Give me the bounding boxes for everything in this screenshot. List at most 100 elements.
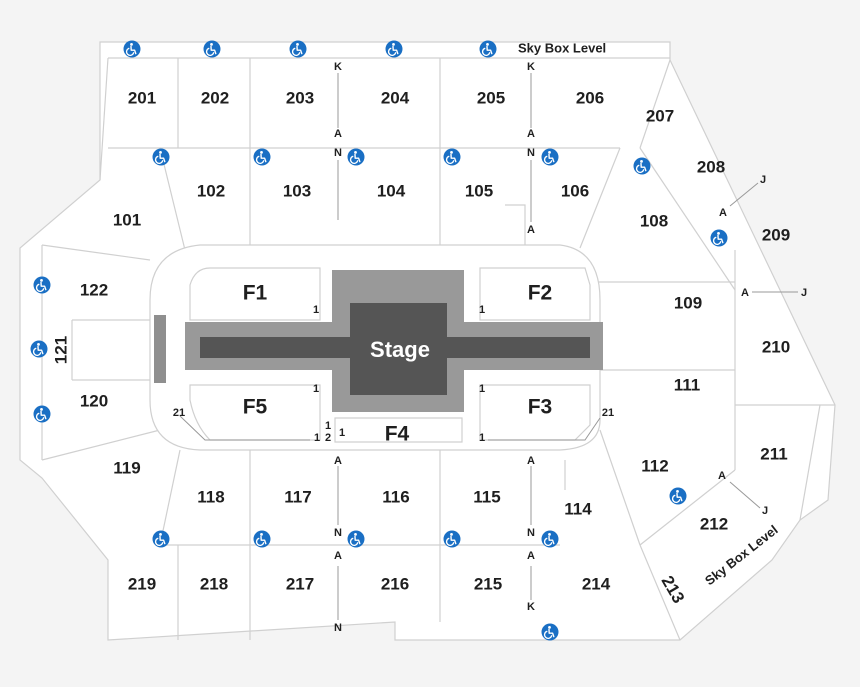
wheelchair-accessible-icon	[202, 39, 222, 59]
section-106[interactable]: 106	[561, 181, 589, 200]
section-207[interactable]: 207	[646, 106, 674, 125]
sections-200: 201 202 203 204 205 206 207 208 209 210 …	[128, 88, 790, 606]
row-label: A	[527, 455, 535, 467]
row-label: A	[719, 207, 727, 219]
row-label: K	[527, 61, 535, 73]
row-labels: K A N K A N A J A A J A J A N A N A N A …	[173, 61, 807, 634]
row-label: A	[334, 455, 342, 467]
wheelchair-accessible-icon	[540, 622, 560, 642]
section-104[interactable]: 104	[377, 181, 406, 200]
floor-section-f2[interactable]: F2	[528, 282, 553, 305]
section-209[interactable]: 209	[762, 225, 790, 244]
section-201[interactable]: 201	[128, 88, 156, 107]
section-117[interactable]: 117	[284, 487, 311, 506]
section-214[interactable]: 214	[582, 574, 611, 593]
section-212[interactable]: 212	[700, 514, 728, 533]
wheelchair-accessible-icon	[252, 529, 272, 549]
section-218[interactable]: 218	[200, 574, 228, 593]
section-204[interactable]: 204	[381, 88, 410, 107]
section-216[interactable]: 216	[381, 574, 409, 593]
row-label: 1	[479, 383, 485, 395]
row-label: J	[801, 287, 807, 299]
wheelchair-accessible-icon	[709, 228, 729, 248]
row-label: 21	[173, 407, 185, 419]
floor-section-f3[interactable]: F3	[528, 396, 553, 419]
section-115[interactable]: 115	[473, 487, 500, 506]
section-101[interactable]: 101	[113, 210, 141, 229]
wheelchair-accessible-icon	[122, 39, 142, 59]
section-109[interactable]: 109	[674, 293, 702, 312]
section-114[interactable]: 114	[564, 499, 592, 518]
wheelchair-accessible-icon	[346, 147, 366, 167]
wheelchair-accessible-icon	[540, 147, 560, 167]
section-122[interactable]: 122	[80, 280, 108, 299]
row-label: J	[760, 174, 766, 186]
wheelchair-accessible-icon	[632, 156, 652, 176]
section-210[interactable]: 210	[762, 337, 790, 356]
section-112[interactable]: 112	[641, 456, 668, 475]
section-108[interactable]: 108	[640, 211, 668, 230]
row-label: A	[334, 128, 342, 140]
wheelchair-accessible-icon	[442, 147, 462, 167]
section-211[interactable]: 211	[760, 444, 787, 463]
row-label: 1	[325, 420, 331, 432]
row-label: N	[334, 622, 342, 634]
row-label: 1	[313, 383, 319, 395]
section-215[interactable]: 215	[474, 574, 502, 593]
wheelchair-accessible-icon	[478, 39, 498, 59]
row-label: 2	[325, 432, 331, 444]
floor-section-f4[interactable]: F4	[385, 423, 410, 446]
section-111[interactable]: 111	[674, 375, 701, 394]
floor-section-f1[interactable]: F1	[243, 282, 268, 305]
row-label: 1	[479, 432, 485, 444]
row-label: N	[527, 527, 535, 539]
row-label: 1	[313, 304, 319, 316]
row-label: N	[527, 147, 535, 159]
wheelchair-accessible-icon	[442, 529, 462, 549]
wheelchair-accessible-icon	[32, 404, 52, 424]
row-label: A	[334, 550, 342, 562]
section-208[interactable]: 208	[697, 157, 725, 176]
row-label: A	[741, 287, 749, 299]
section-119[interactable]: 119	[113, 458, 140, 477]
section-203[interactable]: 203	[286, 88, 314, 107]
wheelchair-accessible-icon	[252, 147, 272, 167]
floor-section-f5[interactable]: F5	[243, 396, 268, 419]
section-102[interactable]: 102	[197, 181, 225, 200]
side-platform	[154, 315, 166, 383]
section-206[interactable]: 206	[576, 88, 604, 107]
wheelchair-accessible-icon	[151, 529, 171, 549]
row-label: N	[334, 527, 342, 539]
section-121[interactable]: 121	[51, 336, 70, 364]
row-label: A	[718, 470, 726, 482]
section-205[interactable]: 205	[477, 88, 505, 107]
sky-box-level-label-top: Sky Box Level	[518, 40, 606, 55]
section-116[interactable]: 116	[382, 487, 409, 506]
row-label: A	[527, 224, 535, 236]
wheelchair-accessible-icon	[384, 39, 404, 59]
row-label: N	[334, 147, 342, 159]
row-label: 21	[602, 407, 614, 419]
row-label: K	[527, 601, 535, 613]
section-118[interactable]: 118	[197, 487, 224, 506]
sections-100: 101 102 103 104 105 106 108 109 111 112 …	[51, 181, 702, 518]
row-label: K	[334, 61, 342, 73]
wheelchair-accessible-icon	[346, 529, 366, 549]
wheelchair-accessible-icon	[540, 529, 560, 549]
section-103[interactable]: 103	[283, 181, 311, 200]
row-label: 1	[479, 304, 485, 316]
wheelchair-accessible-icon	[151, 147, 171, 167]
row-label: A	[527, 550, 535, 562]
section-105[interactable]: 105	[465, 181, 493, 200]
section-120[interactable]: 120	[80, 391, 108, 410]
row-label: A	[527, 128, 535, 140]
section-219[interactable]: 219	[128, 574, 156, 593]
wheelchair-accessible-icon	[32, 275, 52, 295]
wheelchair-accessible-icon	[29, 339, 49, 359]
row-label: J	[762, 505, 768, 517]
section-217[interactable]: 217	[286, 574, 314, 593]
wheelchair-accessible-icon	[668, 486, 688, 506]
section-202[interactable]: 202	[201, 88, 229, 107]
row-label: 1	[339, 427, 345, 439]
